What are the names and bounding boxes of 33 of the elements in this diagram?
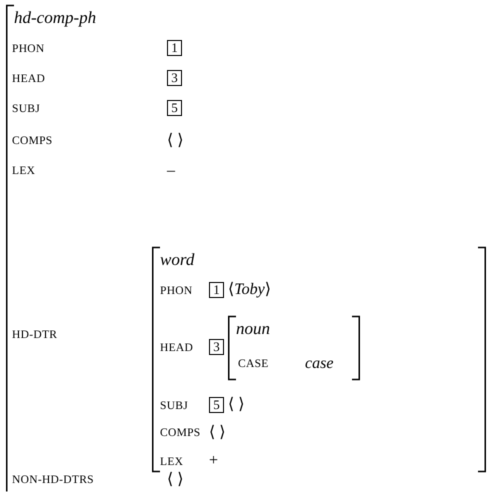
feature-value: ⟨ ⟩ (209, 425, 226, 441)
attribute-value-matrix (228, 316, 360, 380)
feature-value: ⟨ ⟩ (167, 472, 184, 488)
feature-name: LEX (12, 164, 36, 179)
feature-name: LEX (160, 455, 184, 470)
feature-name: PHON (160, 284, 193, 299)
tag-box: 1 (209, 282, 224, 298)
type-label: word (160, 250, 194, 270)
feature-value: ⟨Toby⟩ (228, 282, 272, 298)
tag-box: 5 (209, 397, 224, 413)
feature-name: HD-DTR (12, 328, 58, 343)
feature-name: NON-HD-DTRS (12, 473, 94, 488)
feature-name: HEAD (12, 72, 46, 87)
feature-name: COMPS (12, 134, 52, 149)
feature-value: + (209, 453, 218, 469)
feature-name: SUBJ (160, 399, 188, 414)
tag-box: 3 (209, 339, 224, 355)
feature-value: ⟨ ⟩ (228, 397, 244, 413)
tag-box: 3 (167, 70, 182, 86)
type-label: hd-comp-ph (14, 8, 96, 28)
feature-name: HEAD (160, 341, 194, 356)
feature-name: PHON (12, 42, 45, 57)
tag-box: 1 (167, 40, 182, 56)
feature-value: case (305, 356, 334, 372)
feature-value: – (167, 163, 175, 179)
feature-name: COMPS (160, 426, 200, 441)
feature-name: SUBJ (12, 102, 40, 117)
type-label: noun (236, 319, 270, 339)
feature-name: CASE (238, 357, 269, 372)
attribute-value-matrix (6, 5, 486, 492)
feature-value: ⟨ ⟩ (167, 133, 184, 149)
tag-box: 5 (167, 100, 182, 116)
attribute-value-matrix (152, 247, 486, 472)
